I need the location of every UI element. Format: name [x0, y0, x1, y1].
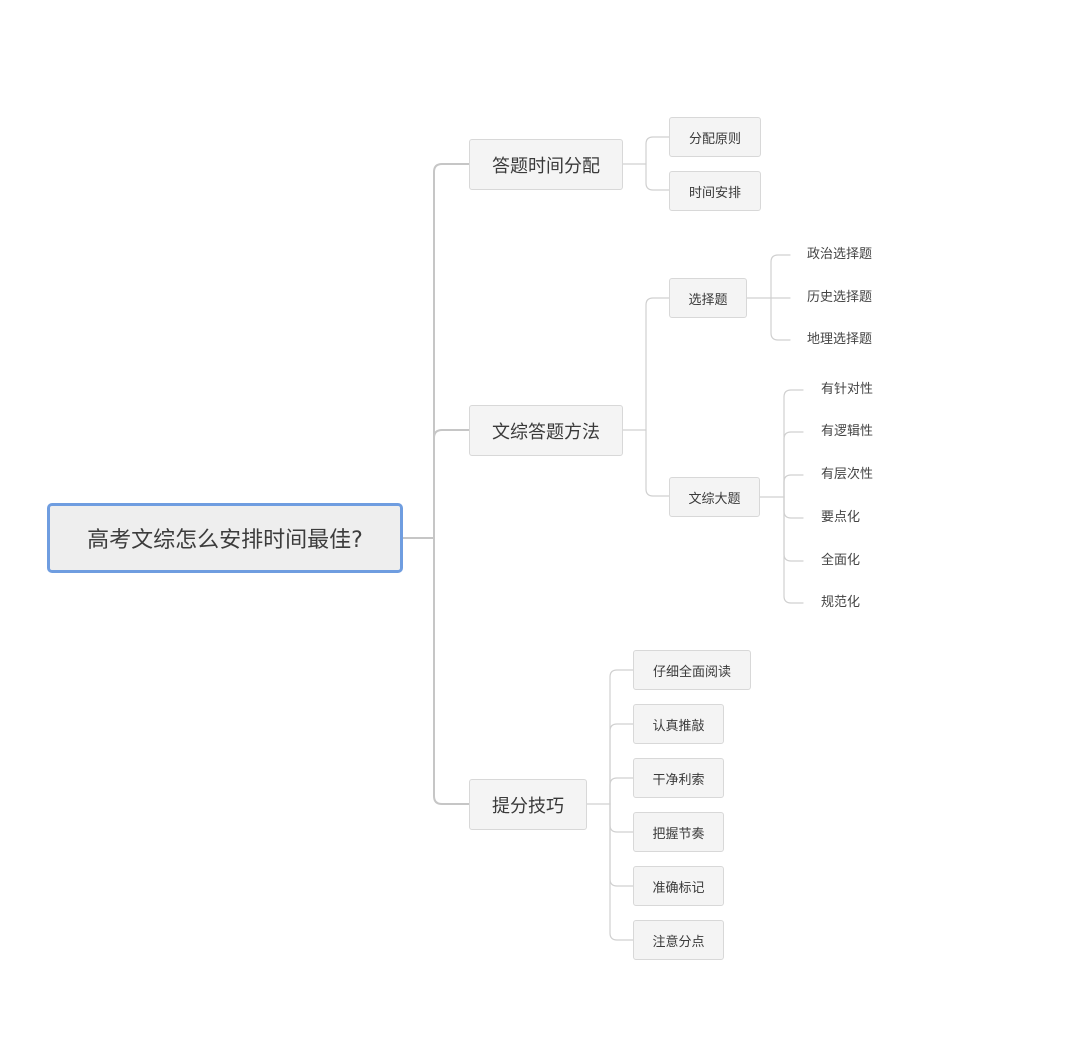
leaf-targeted[interactable]: 有针对性 — [821, 382, 874, 397]
subtopic-multiple-choice[interactable]: 选择题 — [669, 278, 747, 318]
topic-score-tips[interactable]: 提分技巧 — [469, 779, 587, 830]
leaf-standardized[interactable]: 规范化 — [821, 595, 861, 610]
subtopic-time-schedule[interactable]: 时间安排 — [669, 171, 761, 211]
connector-essay-leaf-1 — [783, 389, 804, 498]
connector-spine-top — [433, 163, 470, 539]
subtopic-allocation-principle[interactable]: 分配原则 — [669, 117, 761, 157]
connector-essay-leaf-2 — [783, 431, 804, 498]
subtopic-label: 干净利索 — [652, 772, 705, 788]
connector-tips-child-2 — [609, 723, 634, 805]
subtopic-label: 认真推敲 — [652, 718, 705, 734]
leaf-history-choice[interactable]: 历史选择题 — [807, 290, 873, 305]
leaf-key-points[interactable]: 要点化 — [821, 510, 861, 525]
subtopic-label: 选择题 — [688, 292, 728, 308]
connector-method-essay — [645, 429, 670, 497]
connector-tips-child-4 — [609, 803, 634, 833]
connector-tips-child-3 — [609, 777, 634, 805]
connector-spine-mid — [433, 429, 470, 539]
leaf-comprehensive[interactable]: 全面化 — [821, 553, 861, 568]
subtopic-pace-control[interactable]: 把握节奏 — [633, 812, 724, 852]
connector-tips-child-5 — [609, 803, 634, 887]
connector-choice-leaf-1 — [770, 254, 791, 299]
topic-answer-time-allocation[interactable]: 答题时间分配 — [469, 139, 623, 190]
subtopic-label: 注意分点 — [652, 934, 705, 950]
subtopic-label: 准确标记 — [652, 880, 705, 896]
leaf-layered[interactable]: 有层次性 — [821, 467, 874, 482]
connector-tips-child-1 — [609, 669, 634, 805]
subtopic-accurate-marking[interactable]: 准确标记 — [633, 866, 724, 906]
connector-essay-leaf-3 — [783, 474, 804, 498]
subtopic-label: 把握节奏 — [652, 826, 705, 842]
connector-essay-leaf-6 — [783, 496, 804, 604]
topic-label: 文综答题方法 — [492, 421, 600, 443]
connector-essay-leaf-4 — [783, 496, 804, 519]
connector-method-choice — [645, 297, 670, 431]
subtopic-careful-deliberation[interactable]: 认真推敲 — [633, 704, 724, 744]
subtopic-label: 仔细全面阅读 — [652, 664, 731, 680]
root-topic-label: 高考文综怎么安排时间最佳? — [87, 528, 363, 553]
topic-answer-method[interactable]: 文综答题方法 — [469, 405, 623, 456]
connector-essay-leaf-5 — [783, 496, 804, 562]
subtopic-essay-questions[interactable]: 文综大题 — [669, 477, 760, 517]
leaf-politics-choice[interactable]: 政治选择题 — [807, 247, 873, 262]
connector-spine-bottom — [433, 537, 470, 805]
subtopic-label: 时间安排 — [688, 185, 741, 201]
topic-label: 提分技巧 — [492, 795, 564, 817]
subtopic-itemized-points[interactable]: 注意分点 — [633, 920, 724, 960]
subtopic-careful-reading[interactable]: 仔细全面阅读 — [633, 650, 751, 690]
subtopic-clean-neat[interactable]: 干净利索 — [633, 758, 724, 798]
subtopic-label: 文综大题 — [688, 491, 741, 507]
connector-tips-child-6 — [609, 803, 634, 941]
topic-label: 答题时间分配 — [492, 155, 600, 177]
connector-time-child-1 — [645, 136, 670, 165]
leaf-geography-choice[interactable]: 地理选择题 — [807, 332, 873, 347]
connector-choice-leaf-3 — [770, 297, 791, 341]
subtopic-label: 分配原则 — [688, 131, 741, 147]
root-topic[interactable]: 高考文综怎么安排时间最佳? — [47, 503, 403, 573]
connector-time-child-2 — [645, 163, 670, 191]
leaf-logical[interactable]: 有逻辑性 — [821, 424, 874, 439]
